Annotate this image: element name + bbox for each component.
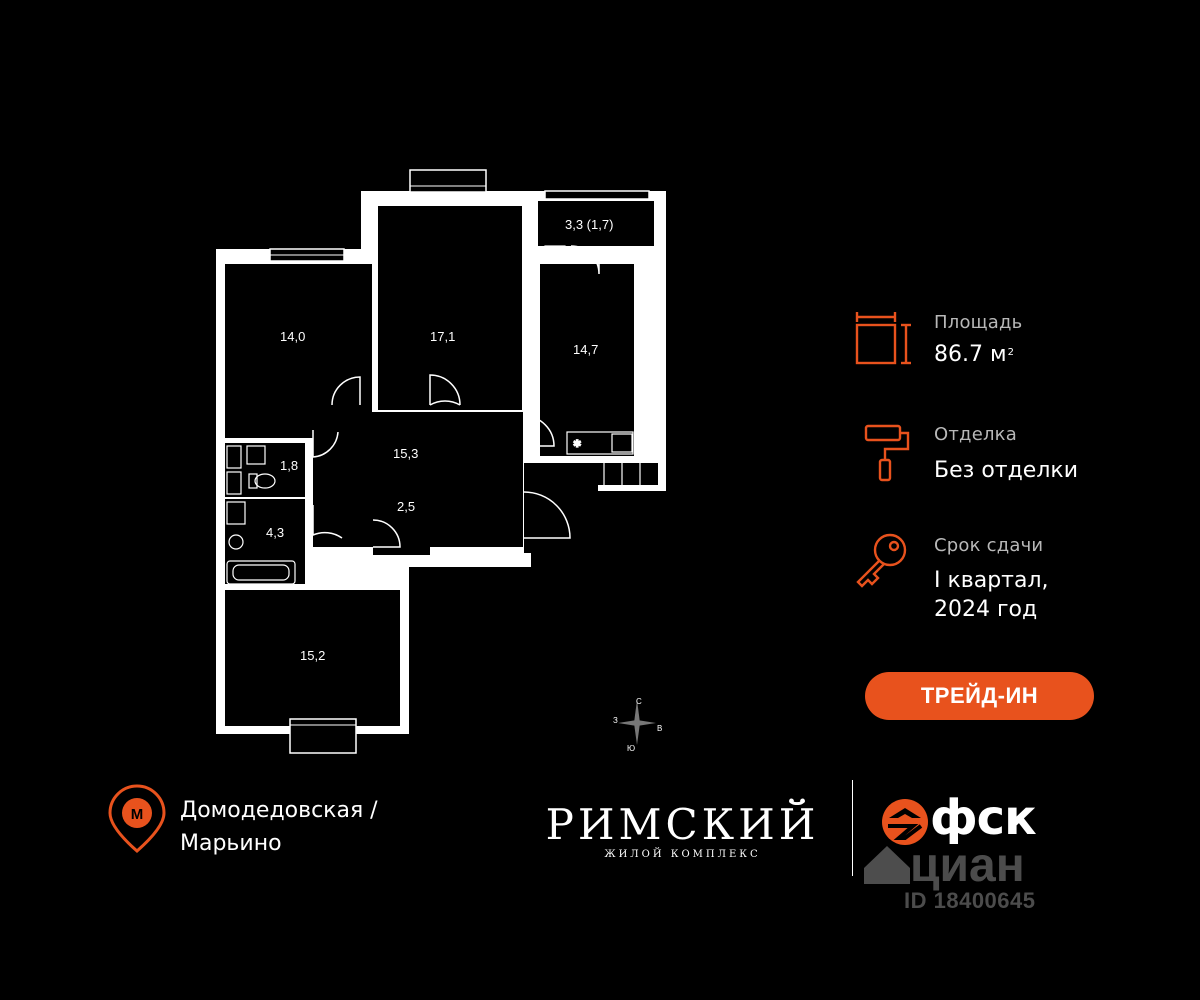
fsk-logo-icon: [882, 799, 928, 845]
hall-label: 15,3: [393, 446, 418, 461]
area-icon: [855, 312, 911, 365]
cian-watermark-id: ID 18400645: [904, 888, 1036, 913]
kitchen-label: 14,7: [573, 342, 598, 357]
room-label-17-1: 17,1: [430, 329, 455, 344]
paint-roller-icon: [864, 424, 910, 482]
deadline-label: Срок сдачи: [934, 535, 1044, 556]
finish-value: Без отделки: [934, 458, 1078, 483]
trade-in-button[interactable]: ТРЕЙД-ИН: [865, 672, 1094, 720]
metro-station-line1: Домодедовская /: [180, 798, 378, 823]
room-label-15-2: 15,2: [300, 648, 325, 663]
developer-logo-text: фск: [930, 790, 1037, 846]
finish-label: Отделка: [934, 424, 1017, 445]
svg-text:М: М: [131, 806, 144, 823]
metro-logo-icon: М: [108, 784, 166, 853]
svg-text:С: С: [636, 697, 642, 706]
brand-divider: [852, 780, 853, 876]
brand-subtitle: ЖИЛОЙ КОМПЛЕКС: [604, 849, 761, 860]
svg-text:З: З: [613, 716, 618, 725]
cian-watermark-text: циан: [910, 839, 1025, 892]
metro-station-line2: Марьино: [180, 831, 282, 856]
compass-icon: С З В Ю: [613, 697, 662, 753]
bath-label: 4,3: [266, 525, 284, 540]
bath-fixtures: [226, 445, 296, 585]
doors: [312, 245, 600, 587]
wc-label: 1,8: [280, 458, 298, 473]
closet-label: 2,5: [397, 499, 415, 514]
brand-name: РИМСКИЙ: [545, 800, 820, 849]
svg-text:Ю: Ю: [627, 744, 635, 753]
metro-stations: Домодедовская / Марьино: [180, 794, 378, 860]
kitchen-fixtures: ✱: [544, 245, 659, 485]
deadline-value-line1: I квартал,: [934, 568, 1049, 593]
svg-text:В: В: [657, 724, 662, 733]
area-label: Площадь: [934, 312, 1023, 333]
svg-text:✱: ✱: [573, 439, 581, 450]
cian-logo-icon: [864, 846, 910, 884]
room-label-14-0: 14,0: [280, 329, 305, 344]
balcony-label: 3,3 (1,7): [565, 217, 613, 232]
deadline-value-line2: 2024 год: [934, 597, 1038, 622]
area-value: 86.7 м2: [934, 342, 1014, 367]
key-icon: [856, 533, 907, 588]
